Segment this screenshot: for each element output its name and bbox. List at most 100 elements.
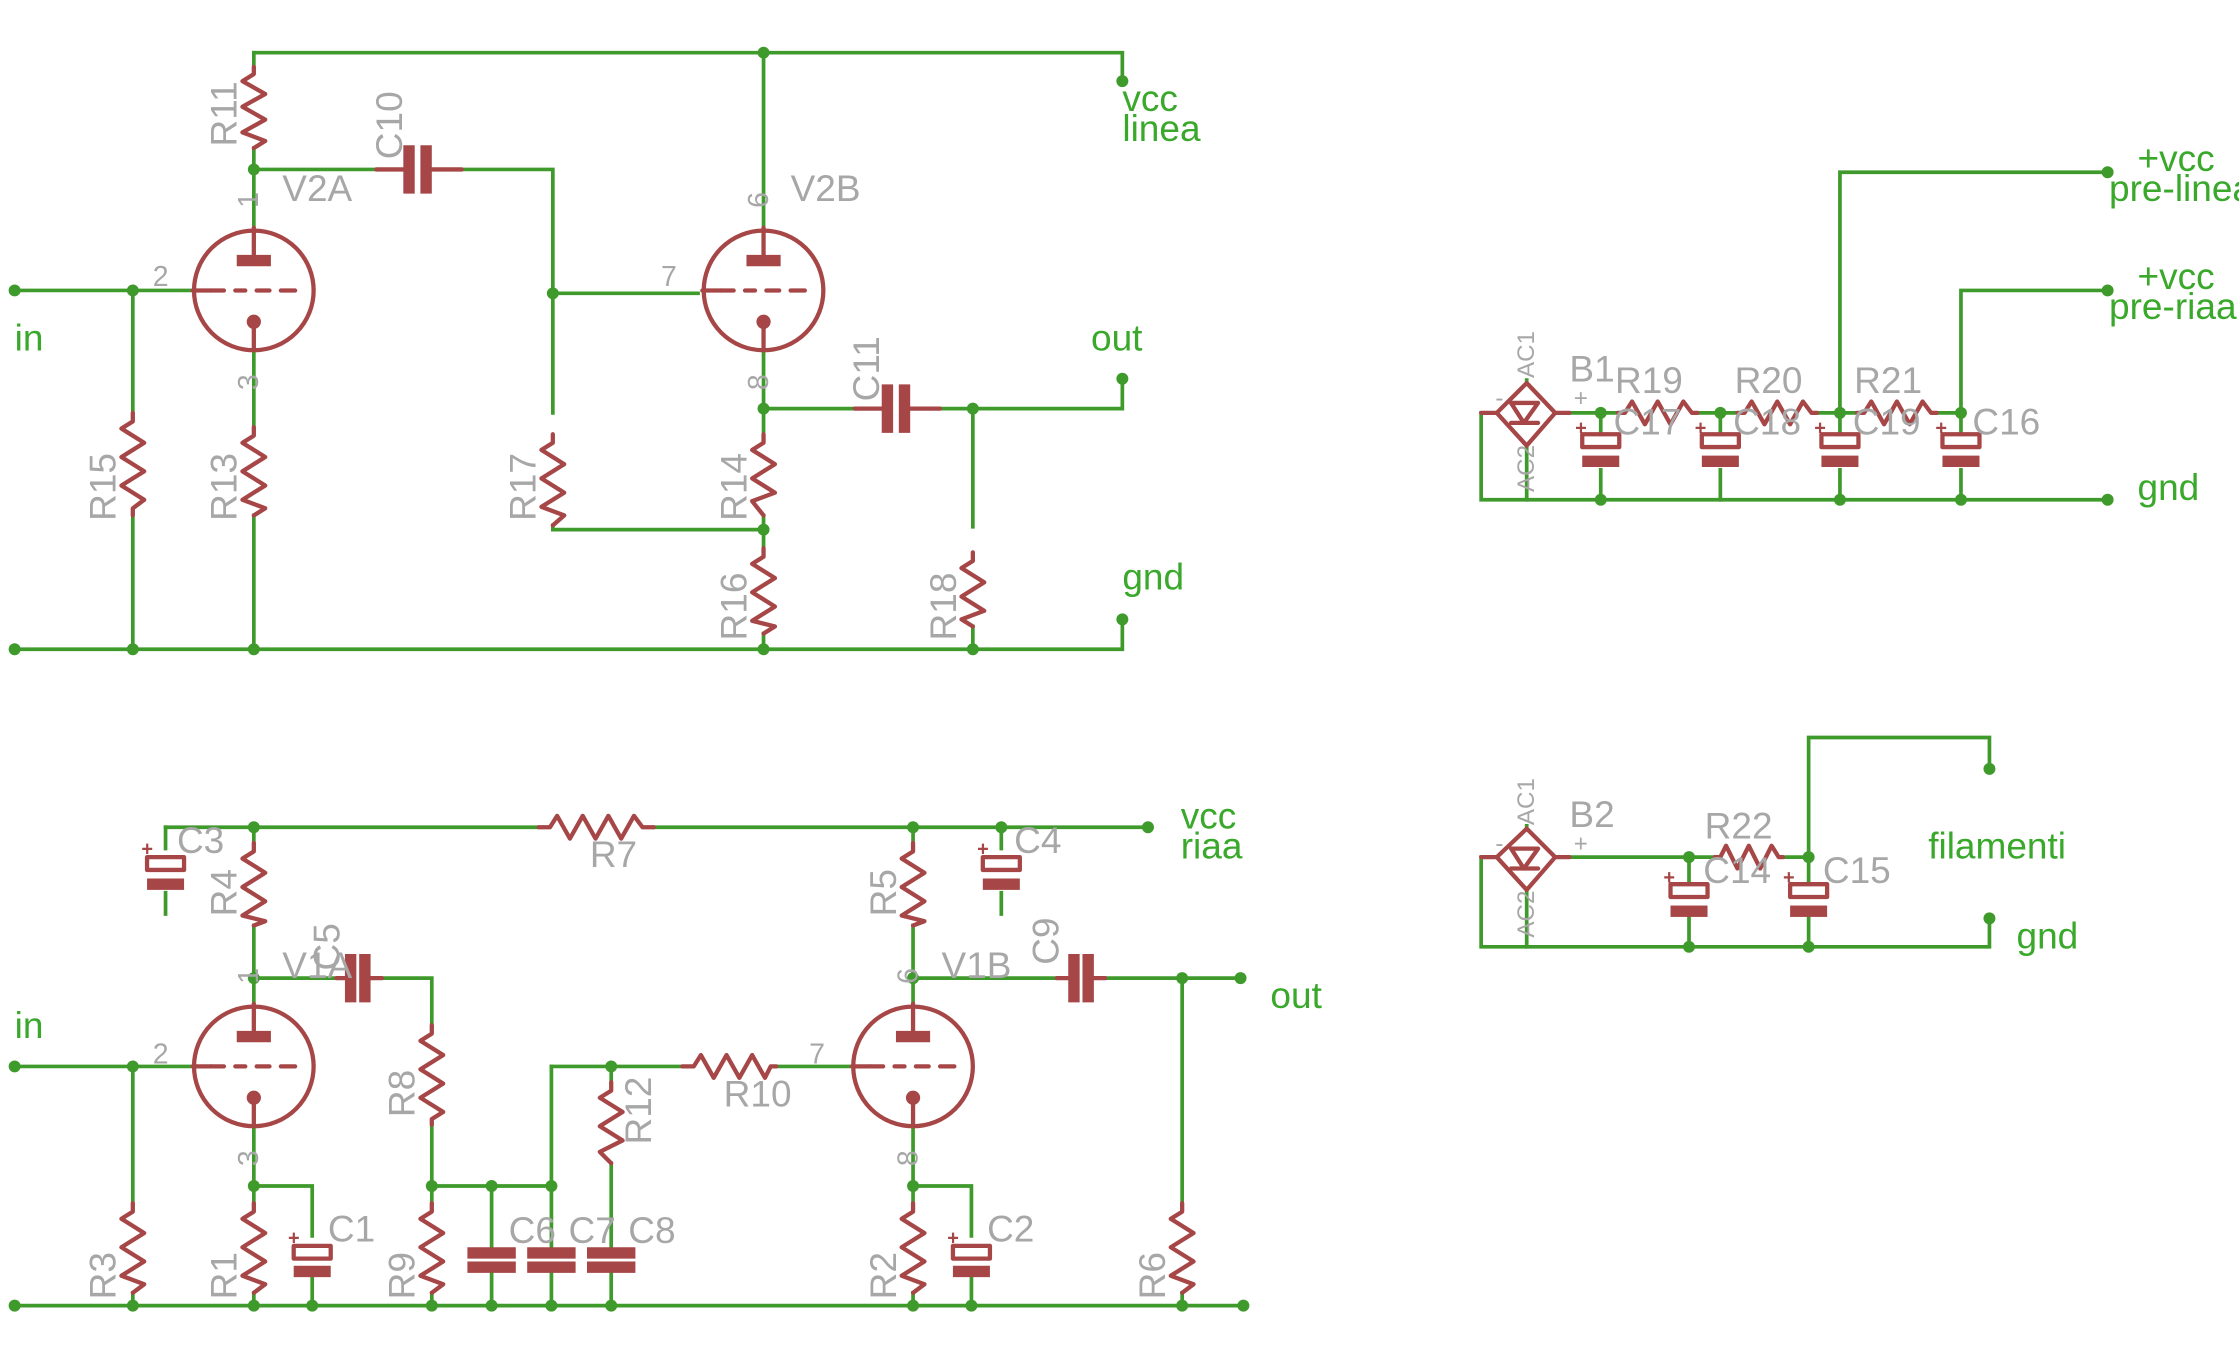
label-b1-plus: + <box>1574 385 1588 412</box>
elcap-c15: + <box>1783 867 1830 917</box>
pin-7-v2b: 7 <box>661 261 677 293</box>
bridges <box>1479 380 1572 893</box>
elcap-c3: + <box>141 839 187 890</box>
label-r19: R19 <box>1615 359 1683 401</box>
resistor-r18 <box>959 550 987 629</box>
resistor-r12 <box>597 1079 625 1166</box>
label-c10: C10 <box>368 91 410 159</box>
capacitor-c6 <box>467 1247 516 1273</box>
bridge-b2 <box>1479 826 1572 893</box>
label-c9: C9 <box>1024 917 1066 964</box>
label-r22: R22 <box>1705 805 1773 847</box>
resistor-r16 <box>750 546 778 636</box>
label-r10: R10 <box>724 1072 792 1114</box>
label-c14: C14 <box>1703 849 1771 891</box>
resistor-r5 <box>899 840 927 928</box>
resistor-r4 <box>240 840 268 928</box>
capacitor-c8 <box>586 1247 636 1273</box>
labels: vcc linea out gnd in vcc riaa out in +vc… <box>15 77 2239 1299</box>
svg-text:+: + <box>1935 417 1947 439</box>
elcap-c19: + <box>1814 417 1861 468</box>
net-pre-linea: pre-linea <box>2109 167 2239 209</box>
resistor-r22 <box>1712 843 1786 871</box>
resistor-r8 <box>418 1023 446 1127</box>
net-gnd-linea: gnd <box>1122 555 1184 597</box>
label-r7: R7 <box>590 833 637 875</box>
pin-2-v2a: 2 <box>153 261 169 293</box>
resistor-r13 <box>240 425 268 518</box>
svg-text:+: + <box>288 1227 300 1249</box>
label-b1: B1 <box>1569 348 1614 390</box>
label-c4: C4 <box>1014 819 1061 861</box>
label-r15: R15 <box>82 453 124 521</box>
label-c19: C19 <box>1853 400 1921 442</box>
label-r11: R11 <box>203 81 245 146</box>
label-r21: R21 <box>1854 359 1922 401</box>
label-r6: R6 <box>1131 1252 1173 1299</box>
label-b2-ac2: AC2 <box>1513 891 1540 938</box>
svg-text:+: + <box>947 1227 959 1249</box>
net-pre-riaa: pre-riaa <box>2109 285 2237 327</box>
resistor-r19 <box>1615 399 1700 427</box>
junctions <box>8 46 2114 1312</box>
label-v1b: V1B <box>942 944 1012 986</box>
pin-3-v2a: 3 <box>233 374 265 390</box>
svg-text:+: + <box>1783 867 1795 889</box>
net-vcc-riaa: vcc <box>1181 795 1237 837</box>
wires-linea <box>12 50 1125 652</box>
label-r13: R13 <box>203 453 245 521</box>
svg-text:+: + <box>1575 417 1587 439</box>
label-b1-ac2: AC2 <box>1513 445 1540 492</box>
net-plus-vcc-2: +vcc <box>2138 255 2215 297</box>
label-r2: R2 <box>862 1252 904 1299</box>
label-c5: C5 <box>305 923 347 970</box>
label-r8: R8 <box>381 1070 423 1117</box>
net-out-riaa: out <box>1270 974 1322 1016</box>
pin-6-v2b: 6 <box>743 192 775 208</box>
net-vcc-riaa-2: riaa <box>1181 825 1243 867</box>
label-r9: R9 <box>381 1252 423 1299</box>
pin-2-v1a: 2 <box>153 1039 169 1071</box>
tube-v2b <box>700 225 826 353</box>
net-filamenti: filamenti <box>1928 825 2066 867</box>
label-b1-minus: - <box>1495 385 1503 412</box>
elcap-c14: + <box>1663 867 1710 917</box>
label-b2-minus: - <box>1495 830 1503 857</box>
pin-8-v1b: 8 <box>892 1150 924 1166</box>
label-v1a: V1A <box>282 944 352 986</box>
label-c7: C7 <box>568 1209 615 1251</box>
label-c3: C3 <box>177 819 224 861</box>
tube-v1a <box>190 1001 316 1129</box>
net-gnd-psu: gnd <box>2138 466 2200 508</box>
label-v2a: V2A <box>282 167 352 209</box>
label-r14: R14 <box>712 453 754 521</box>
resistor-r11 <box>240 64 268 151</box>
label-b2: B2 <box>1569 793 1614 835</box>
svg-text:+: + <box>1814 417 1826 439</box>
svg-text:+: + <box>977 839 989 861</box>
label-r4: R4 <box>203 869 245 916</box>
svg-text:+: + <box>1695 417 1707 439</box>
resistor-r15 <box>119 410 147 518</box>
capacitor-c7 <box>527 1247 576 1273</box>
elcap-c4: + <box>977 839 1022 890</box>
pin-1-v2a: 1 <box>233 192 265 208</box>
net-vcc-linea: vcc <box>1122 77 1178 119</box>
resistor-r17 <box>539 432 567 528</box>
label-r5: R5 <box>862 869 904 916</box>
capacitor-c11 <box>852 384 943 433</box>
resistor-r9 <box>418 1200 446 1295</box>
label-c15: C15 <box>1823 849 1891 891</box>
pin-6-v1b: 6 <box>892 968 924 984</box>
label-r16: R16 <box>712 573 754 641</box>
label-r20: R20 <box>1735 359 1803 401</box>
bridge-b1 <box>1479 380 1572 448</box>
svg-text:+: + <box>1663 867 1675 889</box>
elcap-c1: + <box>288 1227 333 1278</box>
label-c1: C1 <box>328 1208 375 1250</box>
resistors <box>119 64 1939 1295</box>
capacitor-c5 <box>334 953 385 1003</box>
pin-3-v1a: 3 <box>233 1150 265 1166</box>
